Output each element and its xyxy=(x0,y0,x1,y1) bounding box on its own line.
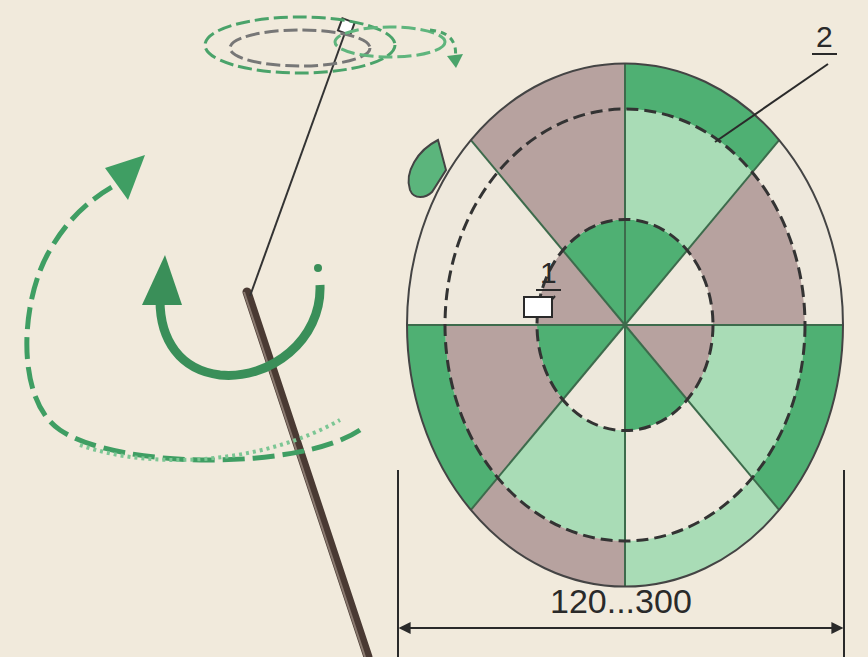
disk-flap xyxy=(409,140,446,197)
dimension-extension xyxy=(843,470,845,657)
medium-rotation-arrow xyxy=(160,285,320,375)
sector-line xyxy=(624,325,626,587)
dimension-line xyxy=(401,627,841,629)
callout-number: 2 xyxy=(812,22,837,55)
small-rotation-loop xyxy=(205,17,445,73)
medium-arrowhead xyxy=(142,255,182,305)
callout-number: 1 xyxy=(536,258,561,291)
sector-line xyxy=(471,325,625,510)
leader-line xyxy=(715,64,828,142)
sector-line xyxy=(624,63,626,325)
sector-line xyxy=(625,140,779,325)
dimension-extension xyxy=(397,470,399,657)
stick xyxy=(247,292,368,657)
small-arrowhead xyxy=(447,54,463,68)
sector-line xyxy=(471,140,625,325)
sector-line xyxy=(625,325,779,510)
big-rotation-arrow xyxy=(27,180,360,460)
dimension-value: 120...300 xyxy=(550,584,692,618)
fold-line xyxy=(445,109,805,541)
sector-line xyxy=(625,324,843,326)
sector-line xyxy=(407,324,625,326)
arrow-dot xyxy=(314,264,322,272)
disk-edge xyxy=(407,63,843,586)
callout-marker xyxy=(524,297,552,317)
spinner-disk xyxy=(407,63,843,586)
loop-shadow xyxy=(80,420,340,460)
stick-highlight xyxy=(244,292,365,657)
big-arrowhead xyxy=(105,155,145,200)
fold-line xyxy=(537,219,713,430)
